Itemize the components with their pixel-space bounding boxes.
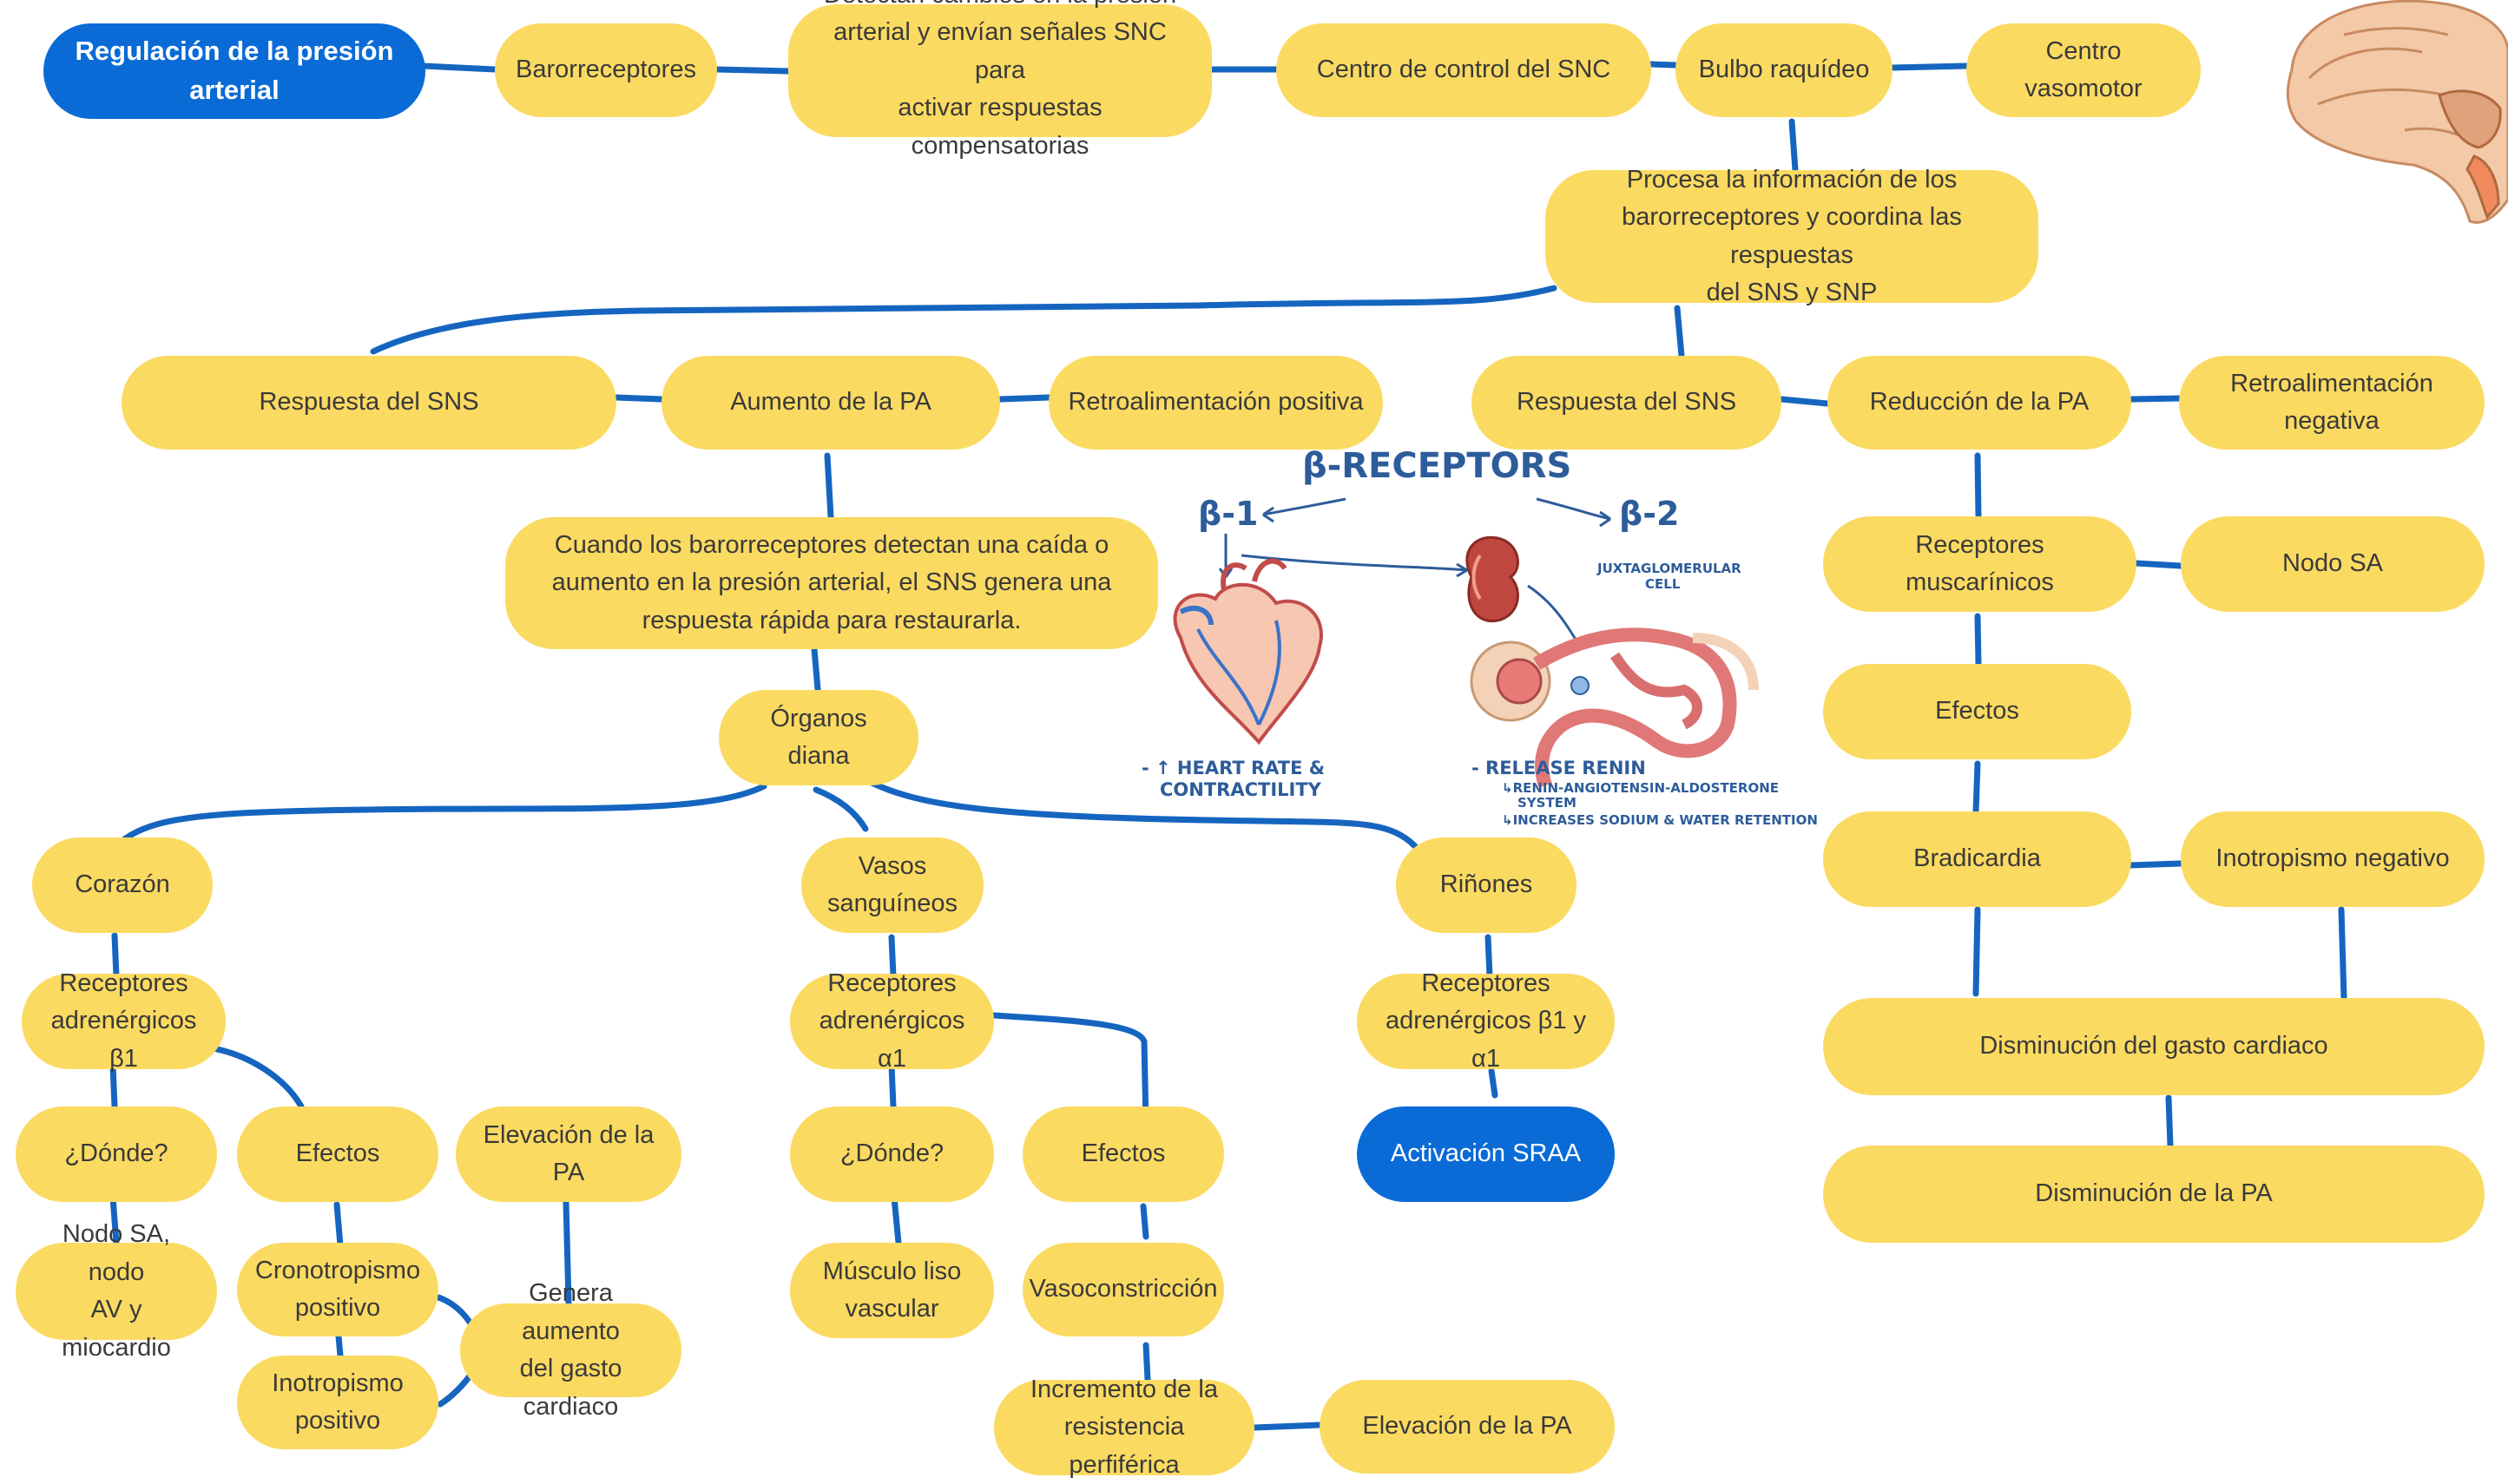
nodo-sa-node: Nodo SA [2181,516,2485,612]
bulbo-node: Bulbo raquídeo [1675,23,1893,117]
detectan-node: Detectan cambios en la presión arterial … [788,0,1212,160]
efectos-left-node: Efectos [237,1106,438,1202]
inotropismo-negativo-node: Inotropismo negativo [2181,811,2485,907]
retroalimentacion-positiva-node: Retroalimentación positiva [1049,356,1383,450]
beta-receptors-illustration: β-RECEPTORS β-1 β-2 JUXTAGLOMERULAR CELL… [1142,446,1818,828]
renin-effect-sub1: ↳RENIN-ANGIOTENSIN-ALDOSTERONE [1502,780,1779,796]
centro-snc-node: Centro de control del SNC [1276,23,1651,117]
donde-mid-node: ¿Dónde? [790,1106,994,1202]
disminucion-pa-node: Disminución de la PA [1823,1146,2485,1243]
vasos-node: Vasos sanguíneos [801,837,984,933]
inotropismo-positivo-node: Inotropismo positivo [237,1356,438,1449]
centro-vasomotor-node: Centro vasomotor [1966,23,2201,117]
incremento-resistencia-node: Incremento de la resistencia perfiférica [994,1376,1254,1479]
heart-icon [1173,558,1323,745]
respuesta-sns-right-node: Respuesta del SNS [1471,356,1781,450]
bradicardia-node: Bradicardia [1823,811,2131,907]
retroalimentacion-negativa-node: Retroalimentación negativa [2179,356,2485,450]
efectos-mid-node: Efectos [1023,1106,1224,1202]
efectos-right-node: Efectos [1823,664,2131,759]
nodo-sa-av-node: Nodo SA, nodo AV y miocardio [16,1220,217,1362]
activacion-sraa-node: Activación SRAA [1357,1106,1615,1202]
elevacion-pa-left-node: Elevación de la PA [456,1106,681,1202]
kidney-icon [1465,535,1759,788]
beta2-label: β-2 [1619,495,1679,533]
genera-aumento-node: Genera aumento del gasto cardiaco [460,1279,681,1421]
rinones-node: Riñones [1396,837,1577,933]
receptores-b1-a1-node: Receptores adrenérgicos β1 y α1 [1357,969,1615,1073]
vasoconstriccion-node: Vasoconstricción [1023,1243,1224,1336]
cronotropismo-node: Cronotropismo positivo [237,1243,438,1336]
receptores-b1-node: Receptores adrenérgicos β1 [22,969,226,1073]
aumento-pa-node: Aumento de la PA [662,356,1000,450]
barorreceptores-node: Barorreceptores [495,23,717,117]
renin-effect-sub3: ↳INCREASES SODIUM & WATER RETENTION [1502,812,1818,828]
juxta-label-line2: CELL [1645,576,1681,592]
beta1-label: β-1 [1198,495,1258,533]
renin-effect-sub2: SYSTEM [1517,795,1577,811]
heart-effect-line1: - ↑ HEART RATE & [1142,758,1325,778]
illustration-title: β-RECEPTORS [1302,446,1571,486]
organos-diana-node: Órganos diana [719,690,918,785]
receptores-muscarinicos-node: Receptores muscarínicos [1823,516,2136,612]
heart-effect-line2: CONTRACTILITY [1160,779,1322,800]
musculo-liso-node: Músculo liso vascular [790,1243,994,1338]
reduccion-pa-node: Reducción de la PA [1827,356,2131,450]
receptores-a1-node: Receptores adrenérgicos α1 [790,969,994,1073]
corazon-node: Corazón [32,837,213,933]
juxta-label-line1: JUXTAGLOMERULAR [1596,561,1741,576]
elevacion-pa-mid-node: Elevación de la PA [1320,1380,1615,1474]
title-node: Regulación de la presión arterial [43,23,425,119]
disminucion-gasto-node: Disminución del gasto cardiaco [1823,998,2485,1095]
brain-icon [2286,0,2508,224]
respuesta-sns-left-node: Respuesta del SNS [122,356,616,450]
cuando-node: Cuando los barorreceptores detectan una … [505,517,1158,649]
renin-effect-main: - RELEASE RENIN [1471,758,1646,778]
procesa-node: Procesa la información de los barorrecep… [1545,166,2038,306]
donde-left-node: ¿Dónde? [16,1106,217,1202]
